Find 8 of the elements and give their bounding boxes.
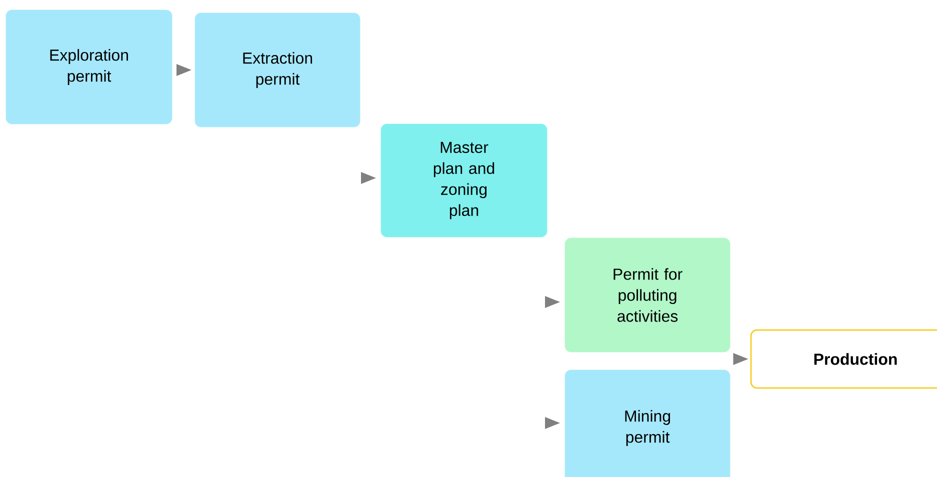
process-box: Production [750, 329, 937, 389]
process-box: Exploration permit [6, 10, 172, 124]
process-box: Mining permit [564, 370, 730, 477]
arrowhead [733, 353, 748, 365]
arrowhead [176, 64, 192, 76]
process-box: Master plan and zoning plan [380, 124, 548, 238]
process-box: Permit for polluting activities [564, 238, 730, 352]
process-box: Extraction permit [194, 12, 360, 128]
